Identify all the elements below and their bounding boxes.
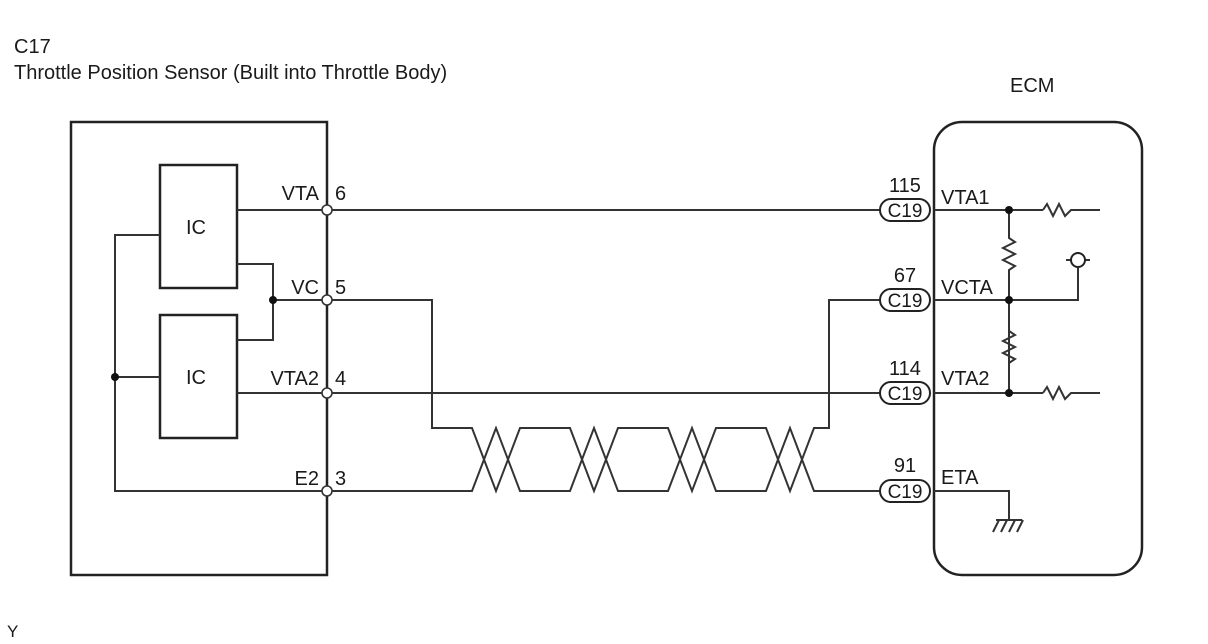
sensor-pin-number-e2: 3 <box>335 468 346 490</box>
sensor-pin-terminal-vc <box>321 294 333 306</box>
sensor-pin-name-vta2: VTA2 <box>270 368 319 390</box>
ecm-pin-name-eta: ETA <box>941 467 979 489</box>
harness-wires <box>327 209 880 494</box>
sensor-pin-name-e2: E2 <box>295 468 319 490</box>
ecm-title: ECM <box>1010 75 1054 97</box>
sensor-title: Throttle Position Sensor (Built into Thr… <box>14 62 447 84</box>
ecm-connector-114: C19 <box>879 381 931 405</box>
power-supply-icon <box>1066 252 1090 268</box>
ecm-connector-67: C19 <box>879 288 931 312</box>
ecm-pin-number-eta: 91 <box>894 455 916 477</box>
ecm-connector-91: C19 <box>879 479 931 503</box>
ecm-pin-name-vta1: VTA1 <box>941 187 990 209</box>
ecm-connector-code: C19 <box>888 291 923 312</box>
ecm-connector-115: C19 <box>879 198 931 222</box>
footer-mark: Y <box>7 622 18 641</box>
sensor-pin-terminal-vta2 <box>321 387 333 399</box>
ecm-internal-circuit <box>934 201 1100 520</box>
ecm-pin-number-vta2: 114 <box>889 358 921 380</box>
sensor-body <box>69 120 329 577</box>
ic-top-label: IC <box>186 217 206 239</box>
sensor-pin-name-vc: VC <box>291 277 319 299</box>
ecm-connector-code: C19 <box>888 201 923 222</box>
ground-icon <box>992 519 1024 533</box>
ecm-junction-vta2 <box>1005 389 1013 397</box>
ecm-pin-name-vcta: VCTA <box>941 277 994 299</box>
ecm-junction-vta1 <box>1005 206 1013 214</box>
sensor-pin-number-vc: 5 <box>335 277 346 299</box>
ecm-junction-vcta <box>1005 296 1013 304</box>
sensor-pin-name-vta: VTA <box>282 183 320 205</box>
ecm-pin-number-vta1: 115 <box>889 175 921 197</box>
sensor-pin-terminal-vta <box>321 204 333 216</box>
ecm-connector-code: C19 <box>888 482 923 503</box>
junction-dot-ground <box>111 373 119 381</box>
ic-block-top <box>158 163 239 290</box>
ecm-pin-number-vcta: 67 <box>894 265 916 287</box>
connector-code: C17 <box>14 36 51 58</box>
sensor-pin-number-vta: 6 <box>335 183 346 205</box>
ecm-body <box>932 120 1144 577</box>
ecm-connector-code: C19 <box>888 384 923 405</box>
sensor-pin-terminal-e2 <box>321 485 333 497</box>
ic-bottom-label: IC <box>186 367 206 389</box>
ecm-pin-name-vta2: VTA2 <box>941 368 990 390</box>
sensor-pin-number-vta2: 4 <box>335 368 346 390</box>
junction-dot-vc <box>269 296 277 304</box>
sensor-internal-wiring <box>114 209 327 492</box>
